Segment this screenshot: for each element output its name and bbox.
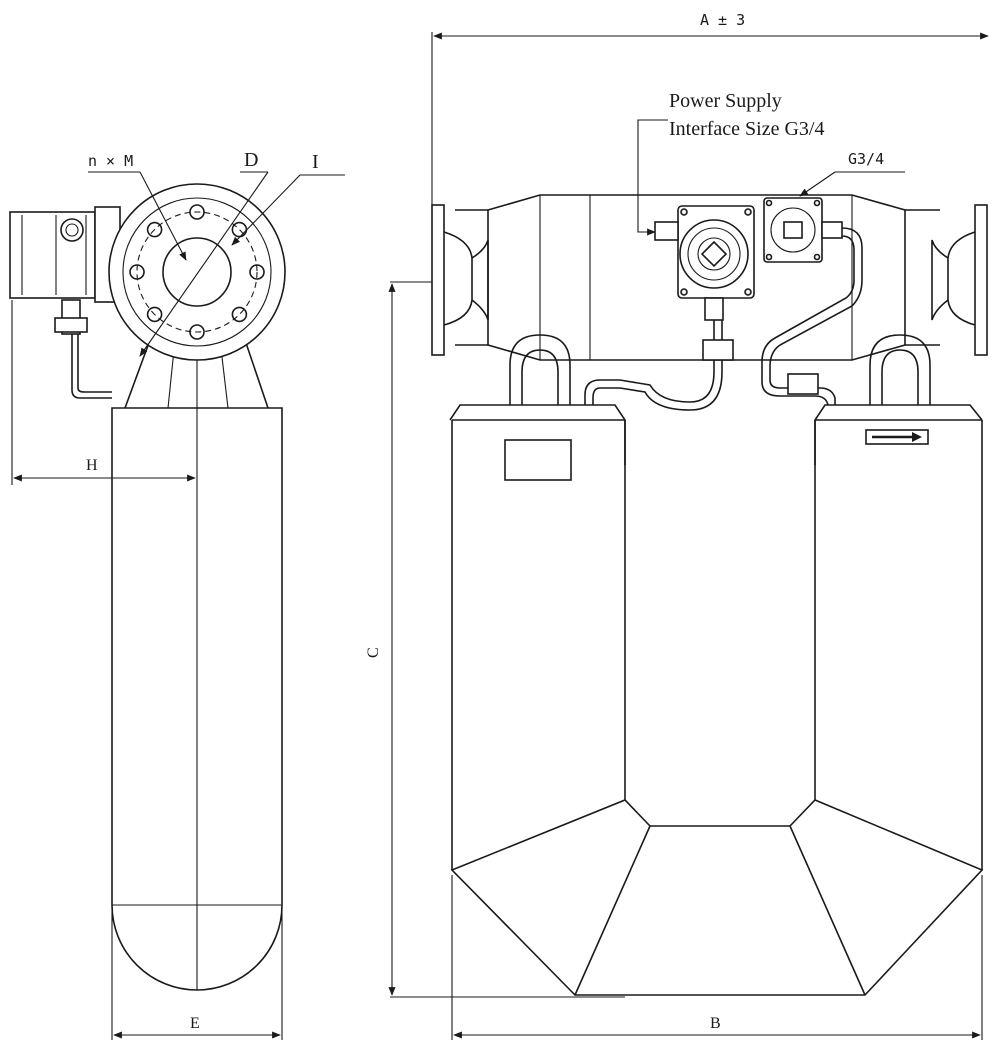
label-a: A ± 3 [700,11,745,29]
screw-icon [60,218,84,242]
label-i: I [312,151,319,173]
label-e: E [190,1015,200,1032]
side-view: n × M D I H E [9,149,345,1040]
label-d: D [244,149,258,171]
label-b: B [710,1015,721,1032]
terminal-icon [783,221,803,239]
conduit-center [584,320,715,405]
right-flange [974,204,988,356]
u-tube-bottom [450,799,984,996]
left-riser [509,334,571,405]
nameplate [504,439,572,481]
left-flange [431,204,445,356]
conduit-right [769,227,863,405]
right-riser [869,334,931,405]
bolt-holes [129,204,265,340]
label-c: C [365,647,382,658]
front-view: A ± 3 C [365,11,989,1040]
label-power-supply: Power Supply [669,90,782,112]
label-interface-size: Interface Size G3/4 [669,118,824,140]
label-h: H [86,457,98,474]
side-view-flange [108,183,286,361]
flange-bore [162,237,232,307]
bolt-circle [136,211,258,333]
display-icon [700,240,728,268]
junction-box [763,197,843,263]
label-g34: G3/4 [848,150,884,168]
label-n-x-m: n × M [88,152,133,170]
side-view-housing [111,407,283,991]
transmitter-head [654,205,755,321]
power-supply-gland [654,221,679,241]
